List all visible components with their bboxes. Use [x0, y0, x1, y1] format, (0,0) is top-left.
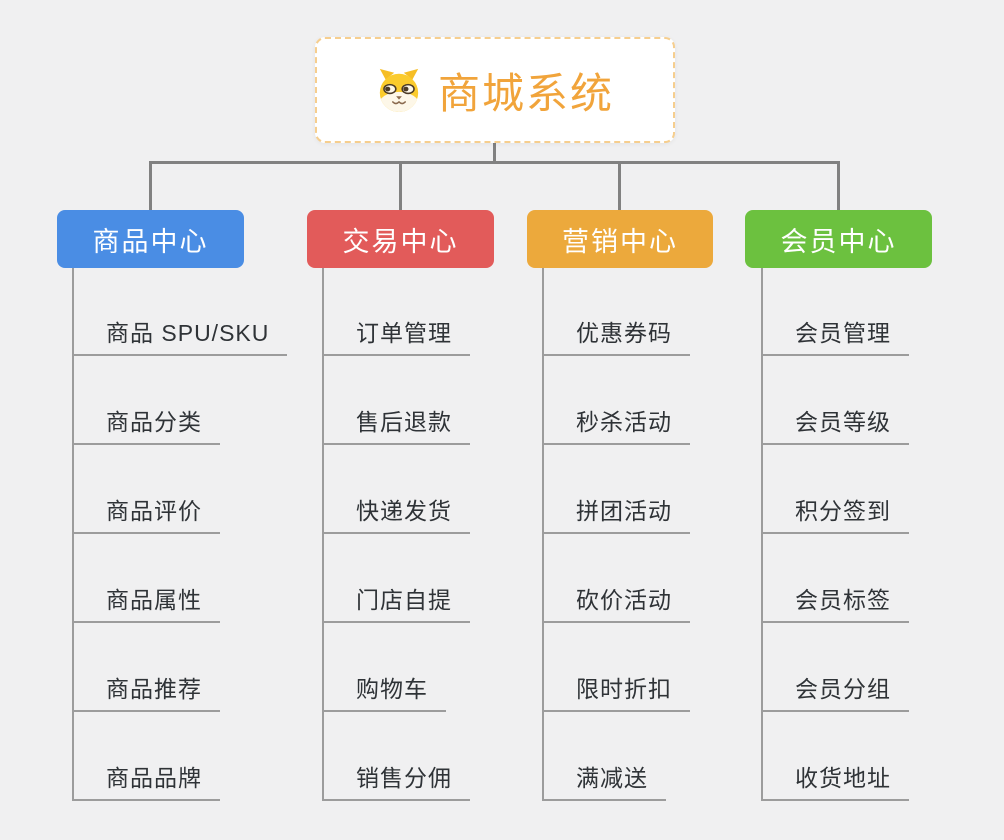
leaf-node[interactable]: 积分签到 — [761, 500, 909, 534]
leaf-node[interactable]: 会员标签 — [761, 589, 909, 623]
branch-node-member-center[interactable]: 会员中心 — [745, 210, 932, 268]
leaf-node[interactable]: 拼团活动 — [542, 500, 690, 534]
leaf-node[interactable]: 订单管理 — [322, 322, 470, 356]
leaf-node[interactable]: 售后退款 — [322, 411, 470, 445]
connector-root-trunk — [493, 143, 496, 163]
connector-drop-marketing — [618, 161, 621, 210]
leaf-node[interactable]: 商品评价 — [72, 500, 220, 534]
leaf-node[interactable]: 秒杀活动 — [542, 411, 690, 445]
leaf-node[interactable]: 销售分佣 — [322, 767, 470, 801]
leaf-node[interactable]: 商品属性 — [72, 589, 220, 623]
leaf-node[interactable]: 商品推荐 — [72, 678, 220, 712]
leaf-node[interactable]: 快递发货 — [322, 500, 470, 534]
leaf-node[interactable]: 会员管理 — [761, 322, 909, 356]
leaf-node[interactable]: 商品 SPU/SKU — [72, 322, 288, 356]
leaf-node[interactable]: 收货地址 — [761, 767, 909, 801]
branch-node-trade-center[interactable]: 交易中心 — [307, 210, 494, 268]
leaf-node[interactable]: 购物车 — [322, 678, 446, 712]
branch-label: 会员中心 — [780, 226, 897, 257]
root-label: 商城系统 — [437, 69, 614, 117]
branch-label: 营销中心 — [562, 226, 678, 257]
leaf-node[interactable]: 门店自提 — [322, 589, 470, 623]
leaf-node[interactable]: 砍价活动 — [542, 589, 690, 623]
shiba-dog-icon — [376, 67, 422, 113]
connector-horizontal-bar — [149, 161, 840, 164]
branch-label: 交易中心 — [342, 226, 459, 257]
leaf-node[interactable]: 会员分组 — [761, 678, 909, 712]
connector-drop-member — [837, 161, 840, 210]
branch-node-marketing-center[interactable]: 营销中心 — [527, 210, 713, 268]
leaf-node[interactable]: 商品分类 — [72, 411, 220, 445]
leaf-node[interactable]: 满减送 — [542, 767, 666, 801]
leaf-node[interactable]: 优惠券码 — [542, 322, 690, 356]
leaf-node[interactable]: 商品品牌 — [72, 767, 220, 801]
branch-node-product-center[interactable]: 商品中心 — [57, 210, 244, 268]
root-node-mall-system[interactable]: 商城系统 — [315, 37, 675, 143]
leaf-node[interactable]: 会员等级 — [761, 411, 909, 445]
connector-drop-product — [149, 161, 152, 210]
connector-drop-trade — [399, 161, 402, 210]
leaf-node[interactable]: 限时折扣 — [542, 678, 690, 712]
branch-label: 商品中心 — [92, 226, 209, 257]
